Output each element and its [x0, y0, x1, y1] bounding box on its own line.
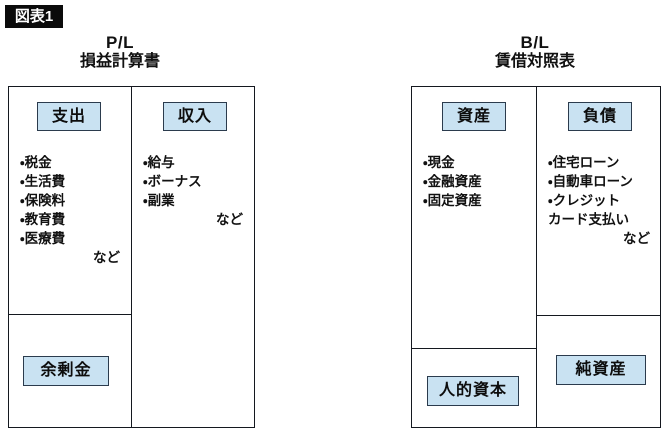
pl-income-label: 収入 [163, 102, 227, 131]
bl-human-capital-label: 人的資本 [427, 376, 519, 406]
list-item: ・生活費 [20, 174, 66, 189]
list-etc: など [93, 250, 120, 265]
pl-income-cell [131, 86, 255, 428]
list-item: ・給与 [143, 155, 175, 170]
list-item: ・ボーナス [143, 174, 202, 189]
bl-asset-items: ・現金 ・金融資産 ・固定資産 [423, 153, 531, 210]
bl-title-en: B/L [520, 33, 550, 52]
bl-liability-label: 負債 [568, 102, 632, 131]
list-item: ・現金 [423, 155, 455, 170]
figure-badge: 図表1 [5, 5, 63, 28]
pl-title: P/L 損益計算書 [40, 33, 200, 71]
list-item: ・税金 [20, 155, 52, 170]
bl-net-asset-label: 純資産 [556, 355, 646, 385]
pl-title-en: P/L [106, 33, 134, 52]
list-item: ・固定資産 [423, 193, 482, 208]
bl-liability-items: ・住宅ローン ・自動車ローン ・クレジット カード支払い など [548, 153, 656, 248]
list-item: ・金融資産 [423, 174, 482, 189]
bl-title: B/L 賃借対照表 [455, 33, 615, 71]
list-item-continuation: カード支払い [548, 212, 629, 227]
pl-expense-items: ・税金 ・生活費 ・保険料 ・教育費 ・医療費 など [20, 153, 126, 267]
list-etc: など [623, 231, 650, 246]
list-item: ・自動車ローン [548, 174, 633, 189]
list-item: ・クレジット [548, 193, 621, 208]
list-item: ・保険料 [20, 193, 66, 208]
list-item: ・医療費 [20, 231, 66, 246]
pl-surplus-label: 余剰金 [23, 356, 109, 386]
pl-income-items: ・給与 ・ボーナス ・副業 など [143, 153, 249, 229]
pl-title-jp: 損益計算書 [79, 53, 160, 71]
list-item: ・教育費 [20, 212, 66, 227]
bl-asset-label: 資産 [442, 102, 506, 131]
list-etc: など [216, 212, 243, 227]
list-item: ・副業 [143, 193, 175, 208]
list-item: ・住宅ローン [548, 155, 620, 170]
pl-expense-label: 支出 [37, 102, 101, 131]
bl-title-jp: 賃借対照表 [494, 53, 575, 71]
